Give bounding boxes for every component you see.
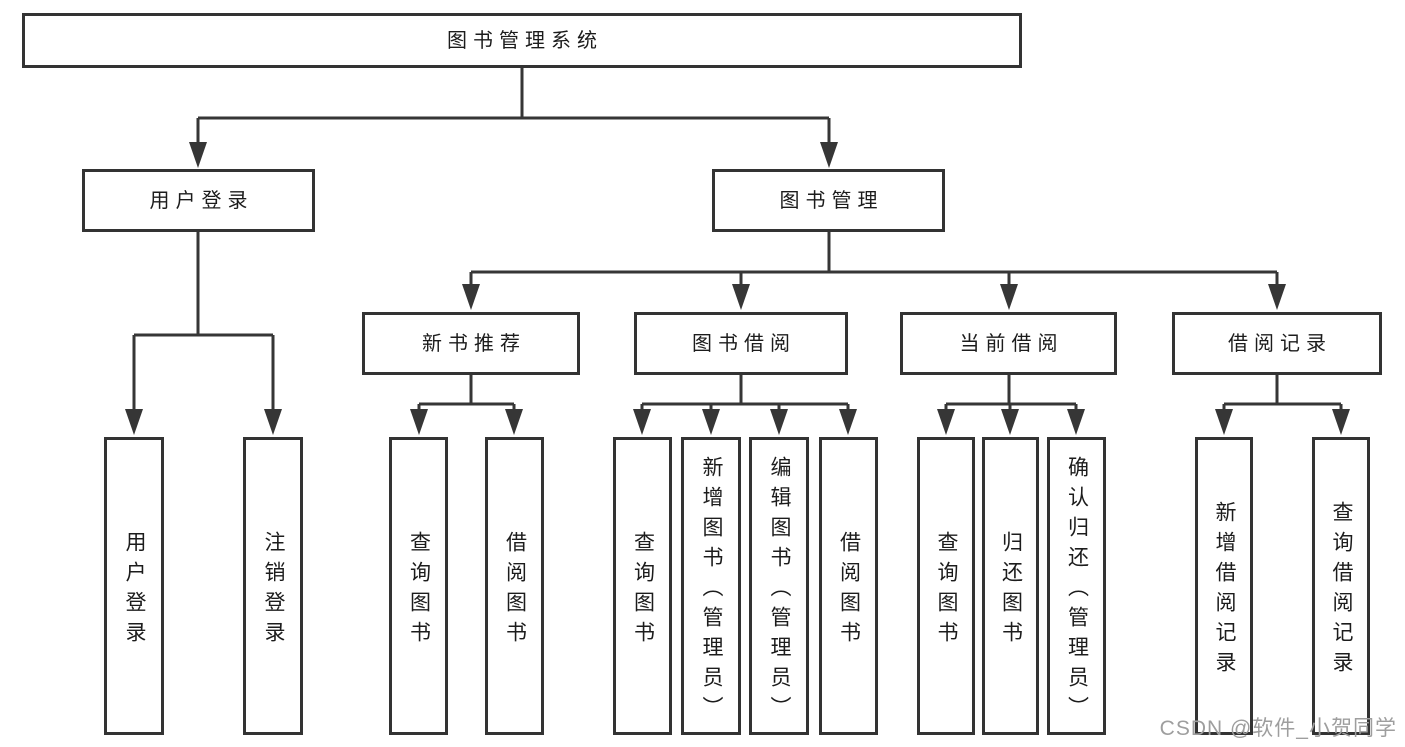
leaf-cb-return-books-label: 归还图书: [999, 530, 1023, 651]
leaf-bb-borrow-books: 借阅图书: [819, 437, 878, 735]
leaf-bb-add-books-admin-label: 新增图书（管理员）: [700, 455, 724, 726]
connector-book-management-children: [462, 232, 1286, 310]
arrowhead-icon: [462, 284, 480, 310]
node-root-label: 图书管理系统: [447, 29, 603, 52]
arrowhead-icon: [1000, 284, 1018, 310]
leaf-bb-add-books-admin: 新增图书（管理员）: [681, 437, 741, 735]
arrowhead-icon: [1268, 284, 1286, 310]
arrowhead-icon: [633, 409, 651, 435]
connector-current-borrow-children: [937, 375, 1085, 435]
leaf-nbr-borrow-books-label: 借阅图书: [503, 530, 527, 651]
node-book-borrow-label: 图书借阅: [692, 332, 796, 355]
node-borrow-records-label: 借阅记录: [1228, 332, 1332, 355]
leaf-cb-return-books: 归还图书: [982, 437, 1039, 735]
node-borrow-records: 借阅记录: [1172, 312, 1382, 375]
connector-user-login-children: [125, 232, 282, 435]
connector-new-book-recommend-children: [410, 375, 523, 435]
leaf-bb-borrow-books-label: 借阅图书: [837, 530, 861, 651]
leaf-bb-query-books: 查询图书: [613, 437, 672, 735]
leaf-logout: 注销登录: [243, 437, 303, 735]
node-current-borrow: 当前借阅: [900, 312, 1117, 375]
arrowhead-icon: [1215, 409, 1233, 435]
leaf-cb-query-books: 查询图书: [917, 437, 975, 735]
connector-book-borrow-children: [633, 375, 857, 435]
leaf-nbr-query-books-label: 查询图书: [407, 530, 431, 651]
node-user-login: 用户登录: [82, 169, 315, 232]
leaf-nbr-borrow-books: 借阅图书: [485, 437, 544, 735]
node-book-management: 图书管理: [712, 169, 945, 232]
leaf-bb-edit-books-admin-label: 编辑图书（管理员）: [768, 455, 792, 726]
arrowhead-icon: [1067, 409, 1085, 435]
leaf-cb-query-books-label: 查询图书: [935, 530, 959, 651]
leaf-cb-confirm-return-admin: 确认归还（管理员）: [1047, 437, 1106, 735]
leaf-user-login: 用户登录: [104, 437, 164, 735]
arrowhead-icon: [189, 142, 207, 168]
leaf-bb-edit-books-admin: 编辑图书（管理员）: [749, 437, 809, 735]
leaf-cb-confirm-return-admin-label: 确认归还（管理员）: [1065, 455, 1089, 726]
node-new-book-recommend-label: 新书推荐: [422, 332, 526, 355]
arrowhead-icon: [264, 409, 282, 435]
leaf-br-query-record: 查询借阅记录: [1312, 437, 1370, 735]
leaf-nbr-query-books: 查询图书: [389, 437, 448, 735]
arrowhead-icon: [702, 409, 720, 435]
csdn-watermark: CSDN @软件_小贺同学: [1159, 717, 1397, 740]
arrowhead-icon: [505, 409, 523, 435]
arrowhead-icon: [1001, 409, 1019, 435]
arrowhead-icon: [410, 409, 428, 435]
arrowhead-icon: [1332, 409, 1350, 435]
leaf-br-add-record: 新增借阅记录: [1195, 437, 1253, 735]
leaf-br-add-record-label: 新增借阅记录: [1213, 500, 1237, 681]
node-user-login-label: 用户登录: [149, 189, 254, 212]
node-new-book-recommend: 新书推荐: [362, 312, 580, 375]
node-current-borrow-label: 当前借阅: [959, 332, 1064, 355]
node-book-borrow: 图书借阅: [634, 312, 848, 375]
leaf-bb-query-books-label: 查询图书: [631, 530, 655, 651]
node-root: 图书管理系统: [22, 13, 1022, 68]
arrowhead-icon: [732, 284, 750, 310]
arrowhead-icon: [839, 409, 857, 435]
arrowhead-icon: [820, 142, 838, 168]
arrowhead-icon: [125, 409, 143, 435]
connector-root-to-level1: [189, 68, 838, 168]
leaf-br-query-record-label: 查询借阅记录: [1330, 500, 1354, 681]
connector-borrow-records-children: [1215, 375, 1350, 435]
leaf-logout-label: 注销登录: [262, 530, 286, 651]
leaf-user-login-label: 用户登录: [123, 530, 147, 651]
arrowhead-icon: [937, 409, 955, 435]
arrowhead-icon: [770, 409, 788, 435]
node-book-management-label: 图书管理: [779, 189, 884, 212]
